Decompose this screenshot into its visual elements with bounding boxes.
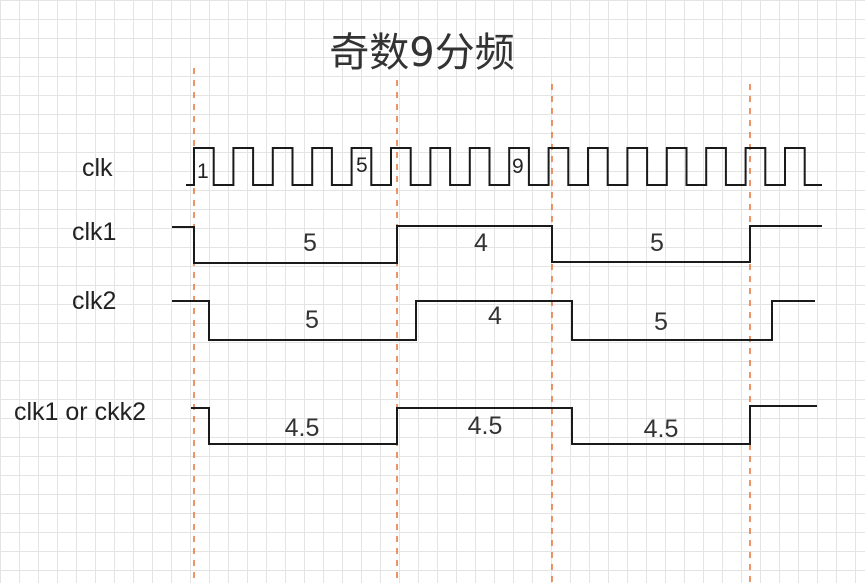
combined-waveform — [191, 405, 817, 445]
clk-count-label-5: 5 — [356, 154, 368, 177]
combined-segment-label: 4.5 — [644, 415, 679, 443]
clk2-waveform — [172, 300, 815, 341]
signal-label-clk2: clk2 — [72, 287, 116, 315]
signal-label-combined: clk1 or ckk2 — [14, 398, 146, 426]
signal-label-clk1: clk1 — [72, 218, 116, 246]
clk2-segment-label: 5 — [305, 306, 319, 334]
clk1-segment-label: 5 — [650, 229, 664, 257]
clk1-segment-label: 4 — [474, 229, 488, 257]
clk2-segment-label: 4 — [488, 302, 502, 330]
clk1-segment-label: 5 — [303, 229, 317, 257]
signal-label-clk: clk — [82, 154, 113, 182]
combined-segment-label: 4.5 — [468, 412, 503, 440]
clk-count-label-1: 1 — [197, 160, 209, 183]
diagram-title: 奇数9分频 — [329, 30, 514, 76]
clk2-segment-label: 5 — [654, 308, 668, 336]
clk1-waveform — [172, 225, 822, 264]
combined-segment-label: 4.5 — [285, 414, 320, 442]
clk-waveform — [186, 147, 822, 186]
clk-count-label-9: 9 — [512, 155, 524, 178]
